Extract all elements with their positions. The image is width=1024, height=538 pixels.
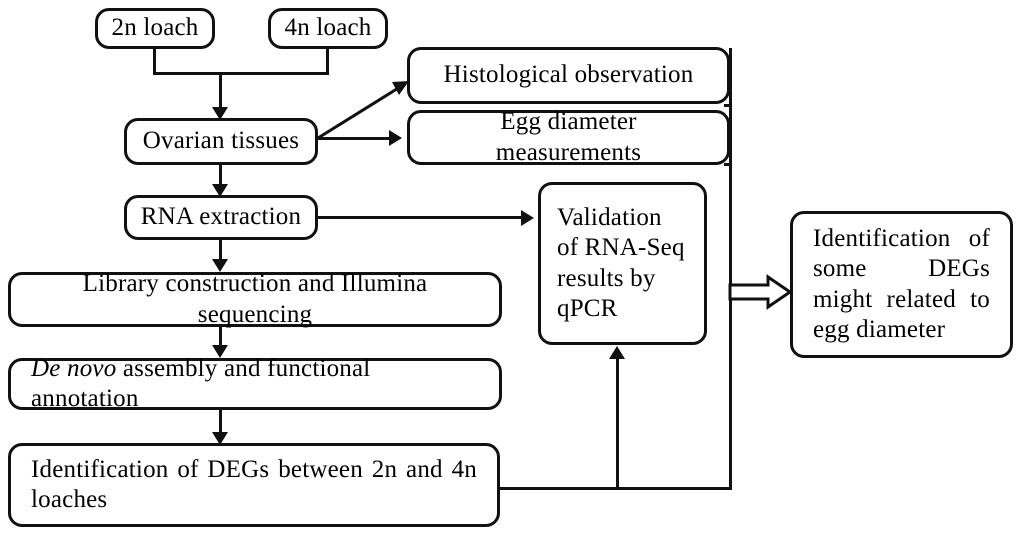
node-identification-degs-label: Identification of DEGs between 2n and 4n…	[31, 455, 477, 514]
arrowhead-to-validation	[521, 210, 534, 226]
edge-bus-riser-to-validation	[616, 358, 619, 489]
arrowhead-to-rna	[212, 184, 228, 197]
node-egg-diameter-measurements[interactable]: Egg diameter measurements	[407, 108, 730, 166]
node-validation-qpcr[interactable]: Validation of RNA-Seq results by qPCR	[538, 182, 707, 345]
node-de-novo-italic: De novo	[31, 354, 117, 382]
node-2n-loach-label: 2n loach	[111, 14, 199, 42]
edge-ovarian-to-egg	[318, 137, 391, 140]
node-identification-egg-diameter[interactable]: Identification of some DEGs might relate…	[790, 211, 1013, 358]
node-4n-loach-label: 4n loach	[284, 14, 372, 42]
node-de-novo-rest: assembly and functional annotation	[31, 354, 371, 413]
node-rna-extraction[interactable]: RNA extraction	[124, 195, 318, 240]
arrowhead-to-validation-bottom	[609, 346, 625, 359]
edge-4n-down	[326, 49, 329, 75]
arrowhead-to-degs	[212, 432, 228, 445]
arrowhead-to-denovo	[212, 345, 228, 358]
node-validation-qpcr-label: Validation of RNA-Seq results by qPCR	[557, 203, 685, 323]
edge-right-vertical-bus	[729, 48, 732, 489]
edge-rna-to-library	[219, 240, 222, 263]
node-identification-egg-diameter-label: Identification of some DEGs might relate…	[813, 224, 990, 344]
node-identification-degs[interactable]: Identification of DEGs between 2n and 4n…	[8, 443, 500, 527]
node-egg-diameter-measurements-label: Egg diameter measurements	[495, 108, 642, 166]
hollow-block-arrow-to-identification	[728, 274, 793, 310]
edge-denovo-to-degs	[219, 410, 222, 436]
node-de-novo-assembly-label: De novo assembly and functional annotati…	[31, 354, 479, 415]
edge-rna-to-validation	[318, 216, 522, 219]
edge-loach-join	[153, 72, 329, 75]
edge-histological-to-bus	[724, 104, 732, 107]
node-ovarian-tissues-label: Ovarian tissues	[142, 127, 300, 155]
node-library-construction-label: Library construction and Illumina sequen…	[82, 270, 428, 328]
node-library-construction[interactable]: Library construction and Illumina sequen…	[8, 270, 502, 328]
edge-ovarian-to-rna	[219, 165, 222, 188]
edge-egg-to-bus	[724, 163, 732, 166]
node-2n-loach[interactable]: 2n loach	[95, 8, 215, 49]
edge-library-to-denovo	[219, 327, 222, 348]
edge-2n-down	[153, 49, 156, 75]
edge-degs-to-bus	[498, 487, 732, 490]
arrowhead-to-library	[212, 259, 228, 272]
edge-join-to-ovarian	[219, 72, 222, 110]
node-histological-observation-label: Histological observation	[443, 61, 694, 89]
arrowhead-to-egg	[389, 130, 402, 146]
node-rna-extraction-label: RNA extraction	[140, 203, 302, 231]
node-histological-observation[interactable]: Histological observation	[407, 47, 730, 104]
node-4n-loach[interactable]: 4n loach	[268, 8, 388, 49]
arrowhead-to-ovarian	[212, 107, 228, 120]
node-ovarian-tissues[interactable]: Ovarian tissues	[124, 118, 318, 165]
edge-ovarian-to-histological	[317, 81, 409, 140]
node-de-novo-assembly[interactable]: De novo assembly and functional annotati…	[8, 355, 502, 412]
